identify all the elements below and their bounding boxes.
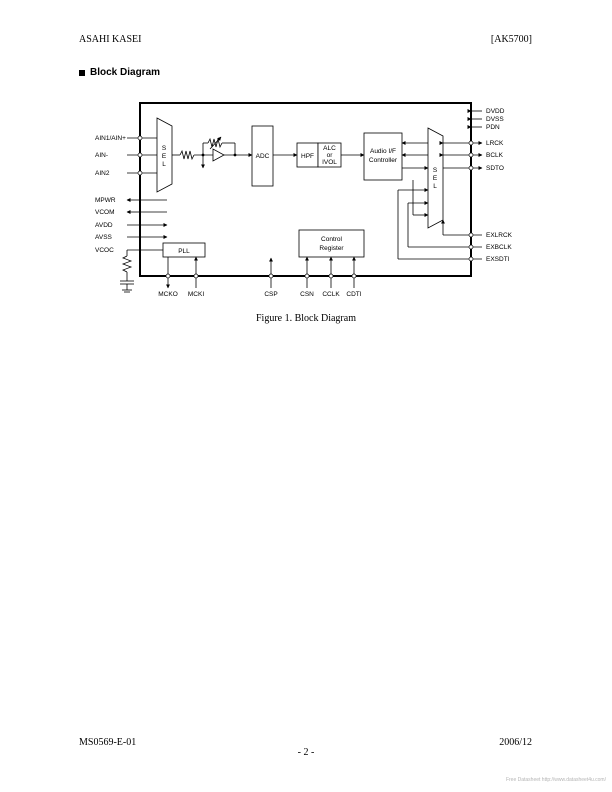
adc-block: [251, 125, 274, 187]
pin-label-vcoc: VCOC: [95, 247, 114, 254]
pll-block: [162, 242, 206, 258]
sel-left-s: S: [162, 145, 167, 152]
pin-label-mcki: MCKI: [188, 291, 204, 298]
header-company: ASAHI KASEI: [79, 34, 142, 45]
bullet-square-icon: [79, 69, 85, 76]
audio-if-controller-block: [363, 132, 403, 181]
pin-label-mcko: MCKO: [158, 291, 178, 298]
control-register-block: [298, 229, 365, 258]
pin-label-ain2: AIN2: [95, 170, 110, 177]
sel-right-e: E: [433, 175, 438, 182]
pin-label-exsdti: EXSDTI: [486, 256, 510, 263]
hpf-label: HPF: [301, 153, 314, 160]
pin-label-dvss: DVSS: [486, 116, 504, 123]
header-part-number: [AK5700]: [490, 34, 532, 45]
sel-right-s: S: [433, 167, 438, 174]
sel-right-l: L: [433, 183, 437, 190]
pin-label-csn: CSN: [300, 291, 314, 298]
pin-label-cclk: CCLK: [322, 291, 340, 298]
pin-label-exlrck: EXLRCK: [486, 232, 513, 239]
pin-label-sdto: SDTO: [486, 165, 504, 172]
pin-label-vcom: VCOM: [95, 209, 115, 216]
page-number: - 2 -: [297, 747, 315, 758]
figure-caption: Figure 1. Block Diagram: [256, 313, 356, 324]
sel-left-e: E: [162, 153, 167, 160]
footer-date: 2006/12: [499, 737, 532, 748]
sel-left-l: L: [162, 161, 166, 168]
pin-label-avdd: AVDD: [95, 222, 113, 229]
pin-label-lrck: LRCK: [486, 140, 504, 147]
pin-label-ain-minus: AIN-: [95, 152, 108, 159]
section-heading: Block Diagram: [79, 67, 160, 78]
control-register-label-1: Control: [321, 236, 343, 243]
input-selector-mux: [156, 117, 173, 193]
pin-label-ain1: AIN1/AIN+: [95, 135, 126, 142]
adc-label: ADC: [256, 153, 270, 160]
pin-label-bclk: BCLK: [486, 152, 504, 159]
footer-doc-number: MS0569-E-01: [79, 737, 137, 748]
pin-label-pdn: PDN: [486, 124, 500, 131]
alc-label-1: ALC: [323, 145, 336, 152]
watermark-link[interactable]: Free Datasheet http://www.datasheet4u.co…: [505, 777, 606, 783]
pin-label-cdti: CDTI: [346, 291, 361, 298]
audio-if-label-2: Controller: [369, 157, 398, 164]
pin-label-dvdd: DVDD: [486, 108, 505, 115]
control-register-label-2: Register: [319, 245, 344, 252]
section-title: Block Diagram: [90, 67, 161, 78]
pin-label-exbclk: EXBCLK: [486, 244, 512, 251]
pin-label-mpwr: MPWR: [95, 197, 116, 204]
alc-label-3: IVOL: [322, 159, 337, 166]
pin-label-csp: CSP: [264, 291, 277, 298]
pin-label-avss: AVSS: [95, 234, 113, 241]
alc-label-2: or: [327, 152, 334, 159]
pll-label: PLL: [178, 248, 190, 255]
audio-if-label-1: Audio I/F: [370, 148, 396, 155]
